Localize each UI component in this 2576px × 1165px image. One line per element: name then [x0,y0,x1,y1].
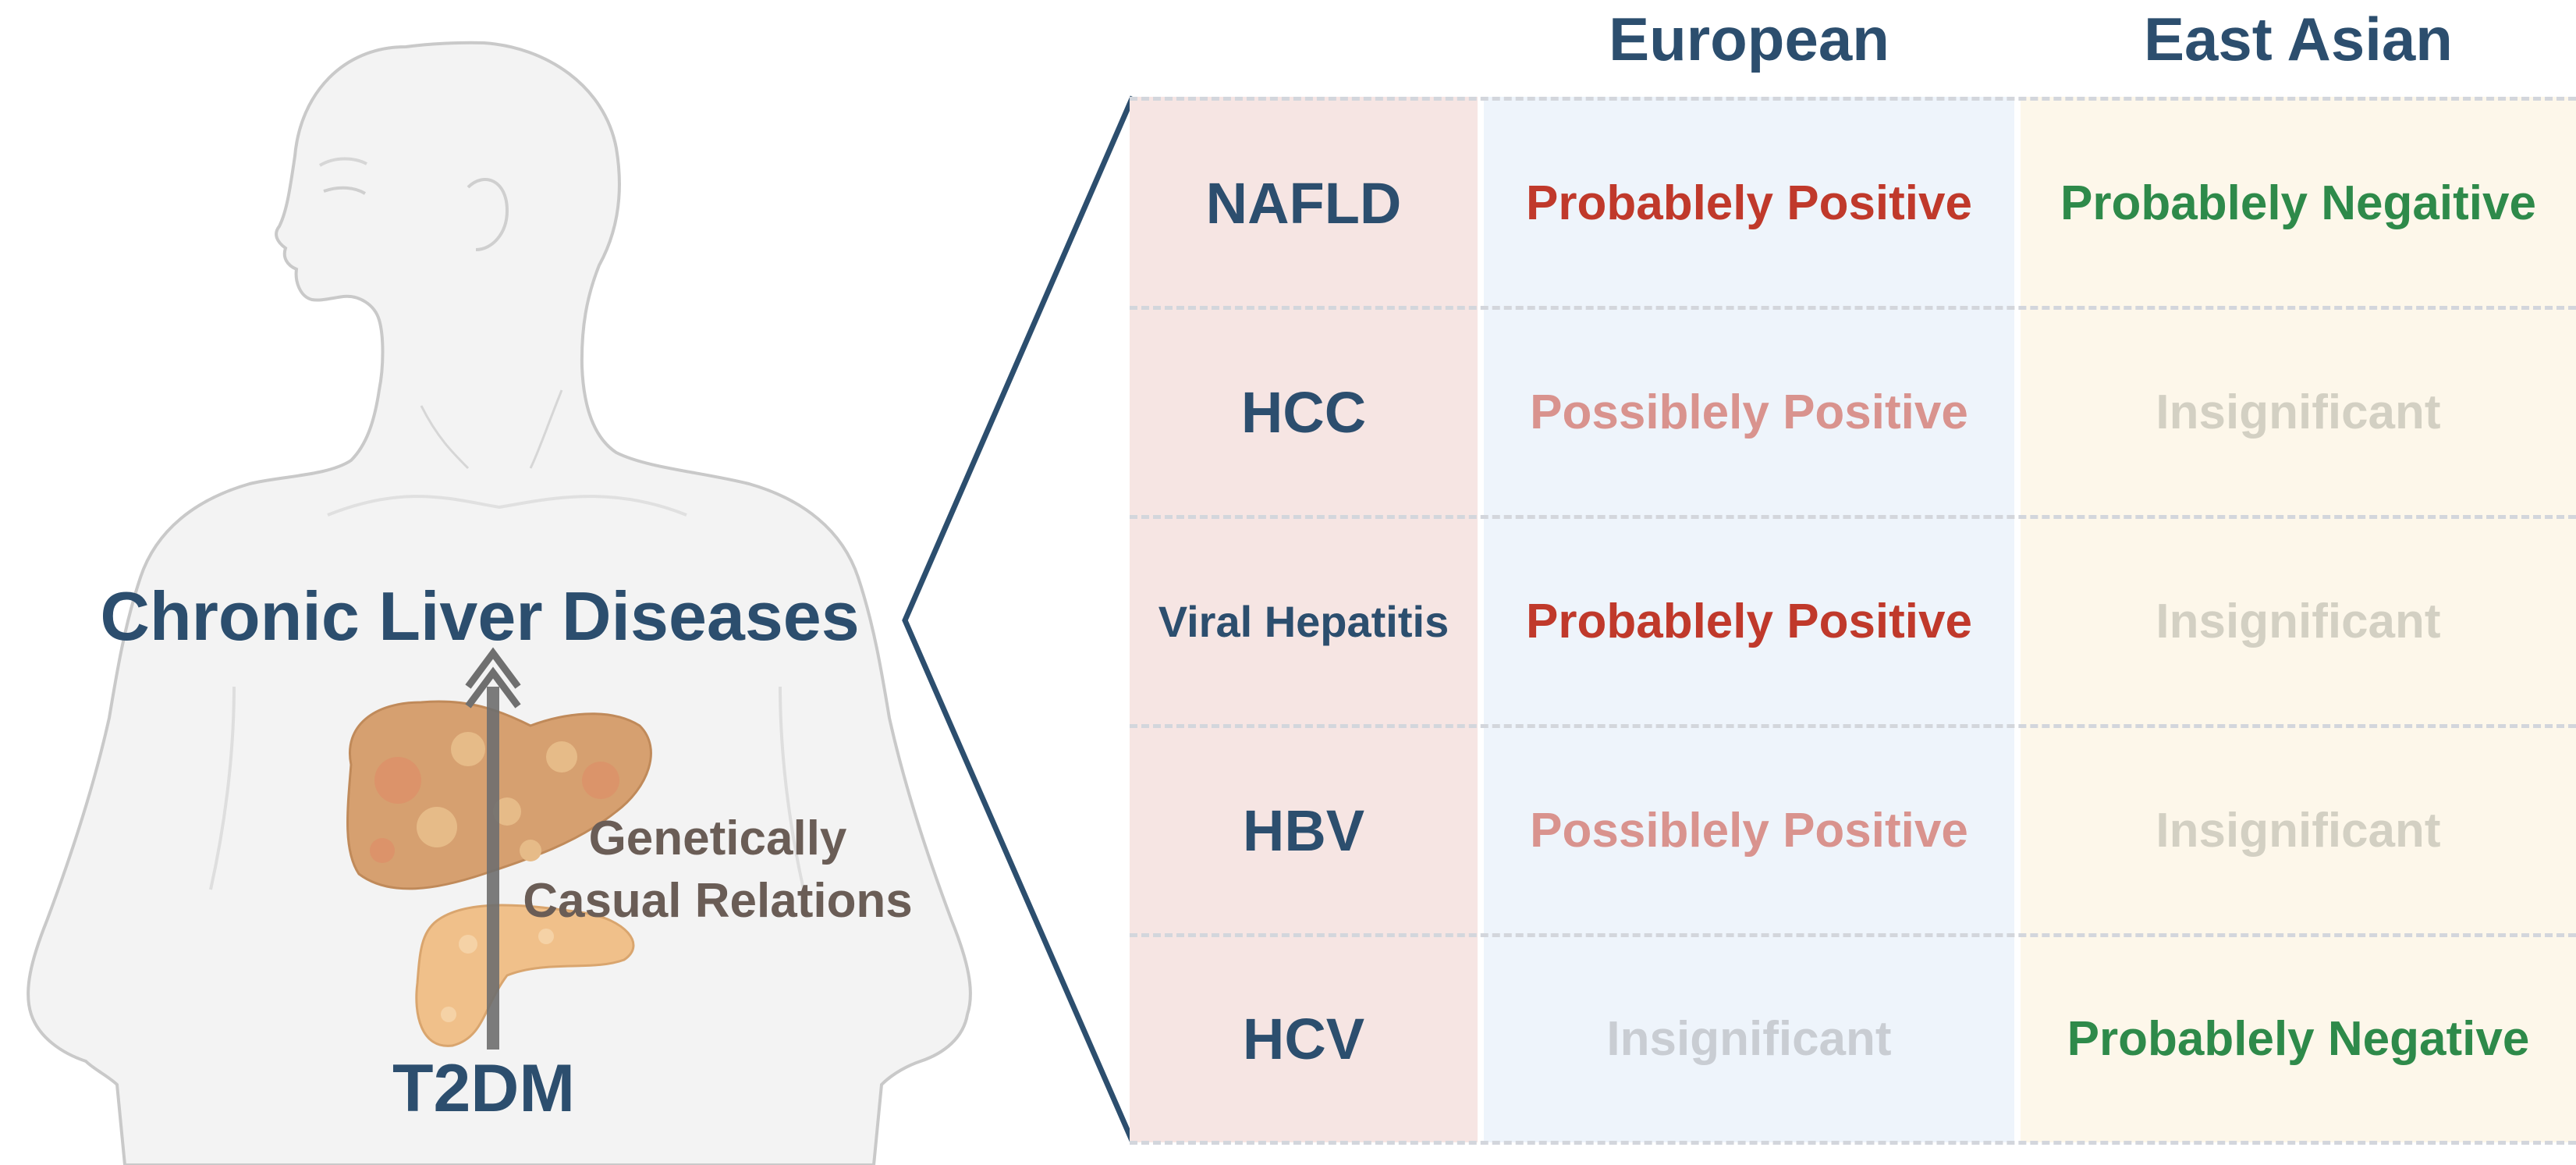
european-result-viral-hepatitis: Probablely Positive [1526,594,1972,648]
header-european: European [1609,5,1889,73]
east-asian-column [2021,97,2576,1142]
body-outline [27,41,972,1165]
row-separator [1130,1141,2576,1145]
outcome-label: Chronic Liver Diseases [100,577,860,655]
european-result-hcc: Possiblely Positive [1530,385,1968,439]
neck-line-right [529,389,563,469]
pancreas-icon [415,904,635,1047]
relation-label-line-2: Casual Relations [523,874,913,928]
disease-hbv: HBV [1242,797,1365,863]
row-separator [1130,515,2576,519]
header-east-asian: East Asian [2144,5,2453,73]
row-separator [1130,933,2576,937]
disease-hcc: HCC [1240,379,1367,445]
collarbone [327,495,687,517]
european-result-hcv: Insignificant [1606,1011,1892,1066]
disease-hcv: HCV [1242,1006,1365,1071]
eyebrow [318,157,367,167]
european-result-nafld: Probablely Positive [1526,176,1972,230]
disease-viral-hepatitis: Viral Hepatitis [1158,596,1449,646]
east-asian-result-hcv: Probablely Negative [2067,1011,2530,1066]
european-column [1484,97,2014,1142]
relation-label-line-1: Genetically [588,812,847,865]
causal-arrow-icon [465,647,521,1050]
eye [323,186,367,195]
relation-label: Genetically Casual Relations [499,808,936,932]
east-asian-result-nafld: Probablely Negaitive [2060,176,2536,230]
ear [467,178,509,251]
row-separator [1130,724,2576,728]
armpit-right [779,686,805,890]
disease-column [1130,97,1478,1142]
european-result-hbv: Possiblely Positive [1530,803,1968,858]
east-asian-result-hcc: Insignificant [2156,385,2441,439]
east-asian-result-hbv: Insignificant [2156,803,2441,858]
east-asian-result-viral-hepatitis: Insignificant [2156,594,2441,648]
human-body-illustration [27,41,972,1165]
row-separator [1130,306,2576,310]
armpit-left [209,686,236,890]
row-separator [1130,97,2576,101]
disease-nafld: NAFLD [1205,170,1402,236]
neck-line-left [420,405,470,470]
exposure-label: T2DM [392,1051,576,1126]
